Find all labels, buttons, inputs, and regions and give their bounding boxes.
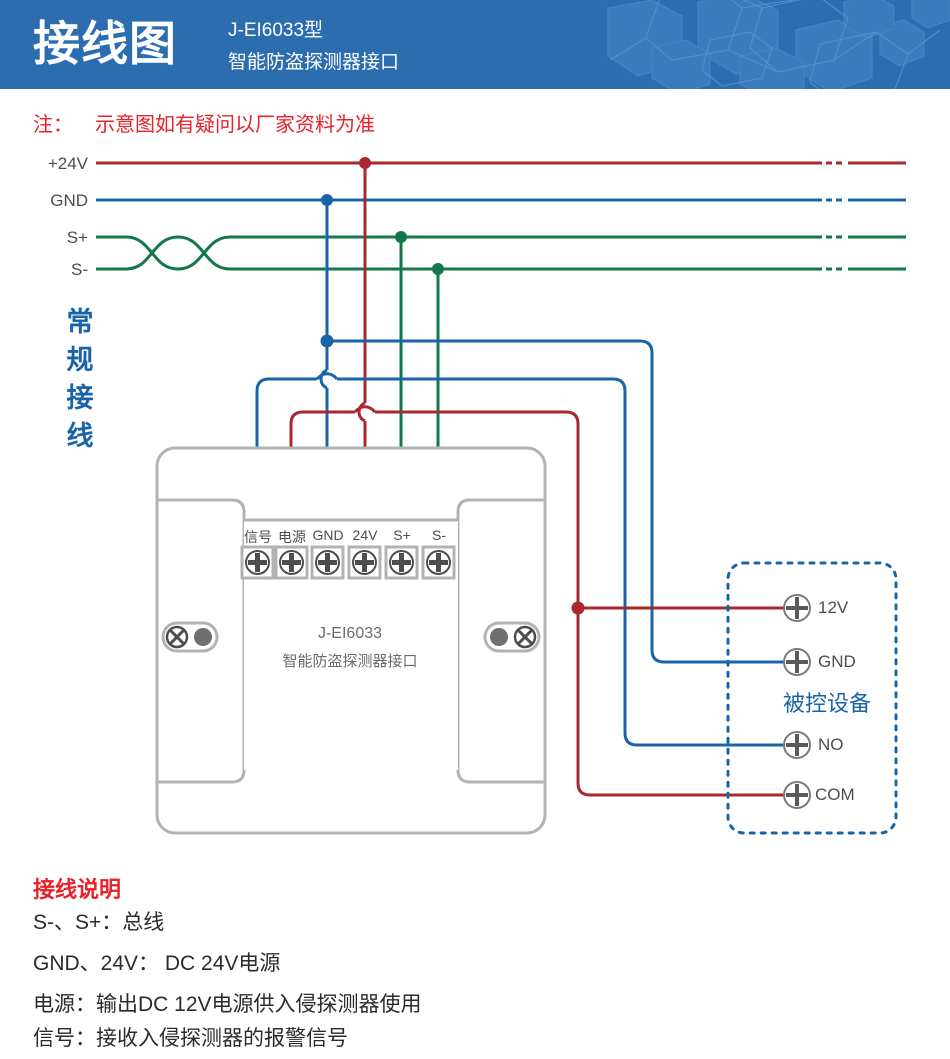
header-decoration-pattern (607, 0, 950, 89)
notes-line-1: S-、S+：总线 (33, 911, 165, 934)
device-enclosure (155, 446, 547, 835)
device-terminal-label-24v: 24V (352, 527, 378, 543)
controlled-device-terminal-gnd (783, 648, 811, 676)
page-title: 接线图 (33, 17, 177, 70)
controlled-device-terminal-12v (783, 594, 811, 622)
controlled-device-label-com: COM (815, 785, 855, 804)
notes-title: 接线说明 (33, 877, 122, 902)
notes-line-2: GND、24V： DC 24V电源 (33, 952, 281, 975)
device-model-label: J-EI6033 (317, 625, 383, 642)
junction-dot-power-split (571, 601, 585, 615)
device-terminal-label-sminus: S- (432, 527, 446, 543)
bus-label-sminus: S- (71, 260, 88, 279)
device-terminal-label-power: 电源 (278, 529, 306, 545)
controlled-device-panel (726, 561, 898, 835)
page-header: 接线图 J-EI6033型 智能防盗探测器接口 (0, 0, 950, 89)
junction-dot-sminus-bus (432, 263, 444, 275)
device-mounting-screw-right (483, 621, 541, 653)
note-text: 示意图如有疑问以厂家资料为准 (95, 114, 375, 136)
bus-line-twisted-pair (96, 235, 906, 271)
header-subtitle-model: J-EI6033型 (228, 20, 324, 41)
controlled-device-terminal-no (783, 731, 811, 759)
controlled-device-label-no: NO (818, 735, 844, 754)
bus-label-24v: +24V (47, 154, 88, 173)
bus-label-splus: S+ (66, 228, 88, 247)
controlled-device-label-12v: 12V (818, 598, 849, 617)
junction-dot-splus-bus (395, 231, 407, 243)
device-terminal-label-splus: S+ (393, 527, 411, 543)
controlled-device-title: 被控设备 (782, 691, 871, 716)
device-mounting-screw-left (161, 621, 219, 653)
header-subtitle-name: 智能防盗探测器接口 (228, 52, 400, 73)
junction-dot-gnd-branch (320, 334, 334, 348)
device-terminal-label-gnd: GND (312, 527, 344, 543)
junction-dot-gnd-bus (321, 194, 333, 206)
bus-label-gnd: GND (50, 191, 88, 210)
junction-dot-24v-bus (359, 157, 371, 169)
wire-signal-to-no (255, 377, 785, 747)
notes-line-4: 信号：接收入侵探测器的报警信号 (33, 1027, 348, 1050)
device-name-label: 智能防盗探测器接口 (282, 653, 418, 670)
wire-signal-hop (315, 372, 339, 381)
wire-gnd-to-controlled-device (327, 339, 785, 664)
notes-line-3: 电源：输出DC 12V电源供入侵探测器使用 (33, 993, 422, 1016)
controlled-device-label-gnd: GND (818, 652, 856, 671)
wire-power-hop (353, 405, 377, 414)
controlled-device-terminal-com (783, 781, 811, 809)
device-terminal-label-signal: 信号 (244, 529, 272, 545)
device-terminal-blocks (240, 545, 456, 580)
wiring-mode-label: 常规接线 (66, 307, 94, 451)
note-label: 注： (33, 114, 73, 136)
